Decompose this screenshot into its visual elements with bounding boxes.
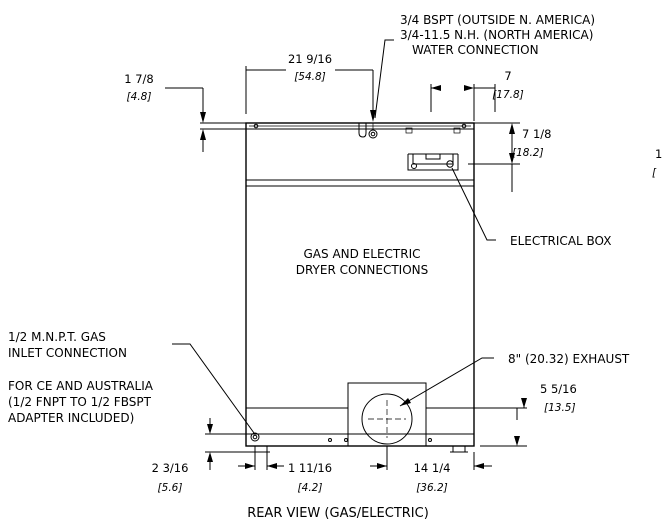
ce-label-line1: FOR CE AND AUSTRALIA xyxy=(8,379,154,393)
dim-2-3-16-metric: [5.6] xyxy=(158,482,183,494)
water-connection-label-line2: 3/4-11.5 N.H. (NORTH AMERICA) xyxy=(400,28,593,42)
exhaust-outlet xyxy=(347,382,427,447)
gas-inlet-callout: 1/2 M.N.P.T. GAS INLET CONNECTION FOR CE… xyxy=(8,330,255,434)
gas-inlet-label-line2: INLET CONNECTION xyxy=(8,346,127,360)
electrical-box-callout: ELECTRICAL BOX xyxy=(451,167,611,248)
edge-fragment-lower: [ xyxy=(652,167,657,179)
dim-7-metric: [17.8] xyxy=(492,89,524,101)
electrical-box xyxy=(405,127,461,171)
dim-21-9-16-metric: [54.8] xyxy=(294,71,326,83)
edge-fragment-upper: 1 xyxy=(655,147,662,161)
center-label: GAS AND ELECTRIC DRYER CONNECTIONS xyxy=(296,247,429,277)
dim-21-9-16-imperial: 21 9/16 xyxy=(288,52,332,66)
dryer-feet xyxy=(252,445,468,453)
dim-7-1-8-metric: [18.2] xyxy=(512,147,544,159)
dim-7-1-8: 7 1/8 [18.2] xyxy=(468,122,551,192)
ce-label-line3: ADAPTER INCLUDED) xyxy=(8,411,134,425)
dim-7: 7 [17.8] xyxy=(430,69,524,121)
dim-5-5-16: 5 5/16 [13.5] xyxy=(474,382,577,447)
ce-label-line2: (1/2 FNPT TO 1/2 FBSPT xyxy=(8,395,152,409)
drawing-caption: REAR VIEW (GAS/ELECTRIC) xyxy=(247,506,429,521)
gas-inlet xyxy=(250,432,260,442)
dryer-cabinet xyxy=(245,122,475,447)
dim-14-1-4-imperial: 14 1/4 xyxy=(414,461,451,475)
center-label-line1: GAS AND ELECTRIC xyxy=(304,247,421,261)
dim-7-1-8-imperial: 7 1/8 xyxy=(522,127,551,141)
dim-5-5-16-imperial: 5 5/16 xyxy=(540,382,577,396)
gas-inlet-label-line1: 1/2 M.N.P.T. GAS xyxy=(8,330,106,344)
dim-21-9-16: 21 9/16 [54.8] xyxy=(245,52,376,122)
dim-7-imperial: 7 xyxy=(504,69,511,83)
water-connection-pipes xyxy=(358,123,378,139)
water-connection-callout: 3/4 BSPT (OUTSIDE N. AMERICA) 3/4-11.5 N… xyxy=(374,13,595,119)
dim-5-5-16-metric: [13.5] xyxy=(544,402,576,414)
dim-1-11-16-metric: [4.2] xyxy=(298,482,323,494)
dim-1-7-8-metric: [4.8] xyxy=(127,91,152,103)
exhaust-callout: 8" (20.32) EXHAUST xyxy=(399,352,630,407)
dim-1-11-16-imperial: 1 11/16 xyxy=(288,461,332,475)
dim-14-1-4: 14 1/4 [36.2] xyxy=(370,446,492,494)
exhaust-label: 8" (20.32) EXHAUST xyxy=(508,352,630,366)
electrical-box-label: ELECTRICAL BOX xyxy=(510,234,611,248)
water-connection-label-line1: 3/4 BSPT (OUTSIDE N. AMERICA) xyxy=(400,13,595,27)
dim-1-7-8: 1 7/8 [4.8] xyxy=(124,72,246,152)
dim-1-11-16: 1 11/16 [4.2] xyxy=(238,446,332,494)
water-connection-label-line3: WATER CONNECTION xyxy=(412,43,539,57)
dim-14-1-4-metric: [36.2] xyxy=(416,482,448,494)
center-label-line2: DRYER CONNECTIONS xyxy=(296,263,429,277)
dim-2-3-16-imperial: 2 3/16 xyxy=(152,461,189,475)
dim-1-7-8-imperial: 1 7/8 xyxy=(124,72,153,86)
dim-2-3-16: 2 3/16 [5.6] xyxy=(152,418,252,494)
